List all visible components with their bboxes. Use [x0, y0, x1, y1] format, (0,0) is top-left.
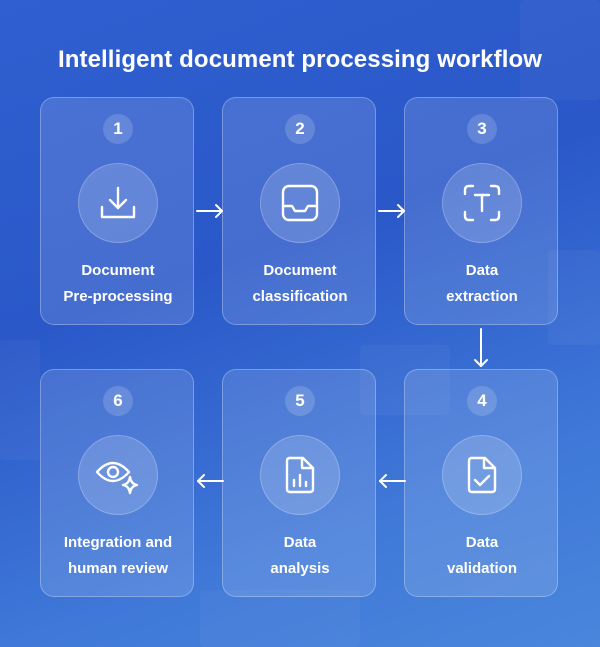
- step-label-line2: human review: [67, 560, 169, 577]
- document-check-icon: [467, 456, 497, 494]
- step-label-line2: classification: [252, 288, 348, 305]
- step-card-1: 1 Document Pre-processing: [40, 97, 194, 325]
- text-scan-icon: [463, 184, 501, 222]
- step-number-badge: 6: [103, 386, 133, 416]
- page-title: Intelligent document processing workflow: [57, 46, 543, 73]
- arrow-down-icon: [474, 328, 488, 367]
- inbox-tray-icon: [281, 184, 319, 222]
- background-tile: [200, 590, 360, 647]
- icon-circle: [78, 435, 158, 515]
- step-label: Data analysis: [227, 530, 373, 582]
- background-tile: [0, 340, 40, 460]
- step-label-line1: Data: [283, 534, 317, 551]
- icon-circle: [442, 435, 522, 515]
- step-number-badge: 5: [285, 386, 315, 416]
- step-label-line2: Pre-processing: [63, 288, 173, 305]
- step-number-badge: 3: [467, 114, 497, 144]
- icon-circle: [260, 163, 340, 243]
- step-label-line1: Data: [465, 262, 499, 279]
- step-label: Integration and human review: [45, 530, 191, 582]
- step-label: Document classification: [227, 258, 373, 310]
- step-label: Document Pre-processing: [45, 258, 191, 310]
- icon-circle: [442, 163, 522, 243]
- step-label: Data extraction: [409, 258, 555, 310]
- arrow-left-icon: [379, 474, 406, 488]
- step-label-line2: validation: [446, 560, 517, 577]
- step-number-badge: 2: [285, 114, 315, 144]
- icon-circle: [260, 435, 340, 515]
- arrow-right-icon: [378, 204, 405, 218]
- step-card-5: 5 Data analysis: [222, 369, 376, 597]
- icon-circle: [78, 163, 158, 243]
- eye-sparkle-icon: [95, 461, 139, 495]
- arrow-right-icon: [196, 204, 223, 218]
- step-card-4: 4 Data validation: [404, 369, 558, 597]
- step-label: Data validation: [409, 530, 555, 582]
- step-label-line1: Document: [81, 262, 155, 279]
- step-label-line2: analysis: [270, 560, 330, 577]
- step-number-badge: 1: [103, 114, 133, 144]
- download-tray-icon: [100, 186, 136, 219]
- step-card-2: 2 Document classification: [222, 97, 376, 325]
- step-label-line1: Integration and: [63, 534, 173, 551]
- step-card-3: 3 Data extraction: [404, 97, 558, 325]
- document-chart-icon: [285, 456, 315, 494]
- step-number-badge: 4: [467, 386, 497, 416]
- arrow-left-icon: [197, 474, 224, 488]
- step-label-line2: extraction: [446, 288, 518, 305]
- step-card-6: 6 Integration and human review: [40, 369, 194, 597]
- step-label-line1: Document: [263, 262, 337, 279]
- step-label-line1: Data: [465, 534, 499, 551]
